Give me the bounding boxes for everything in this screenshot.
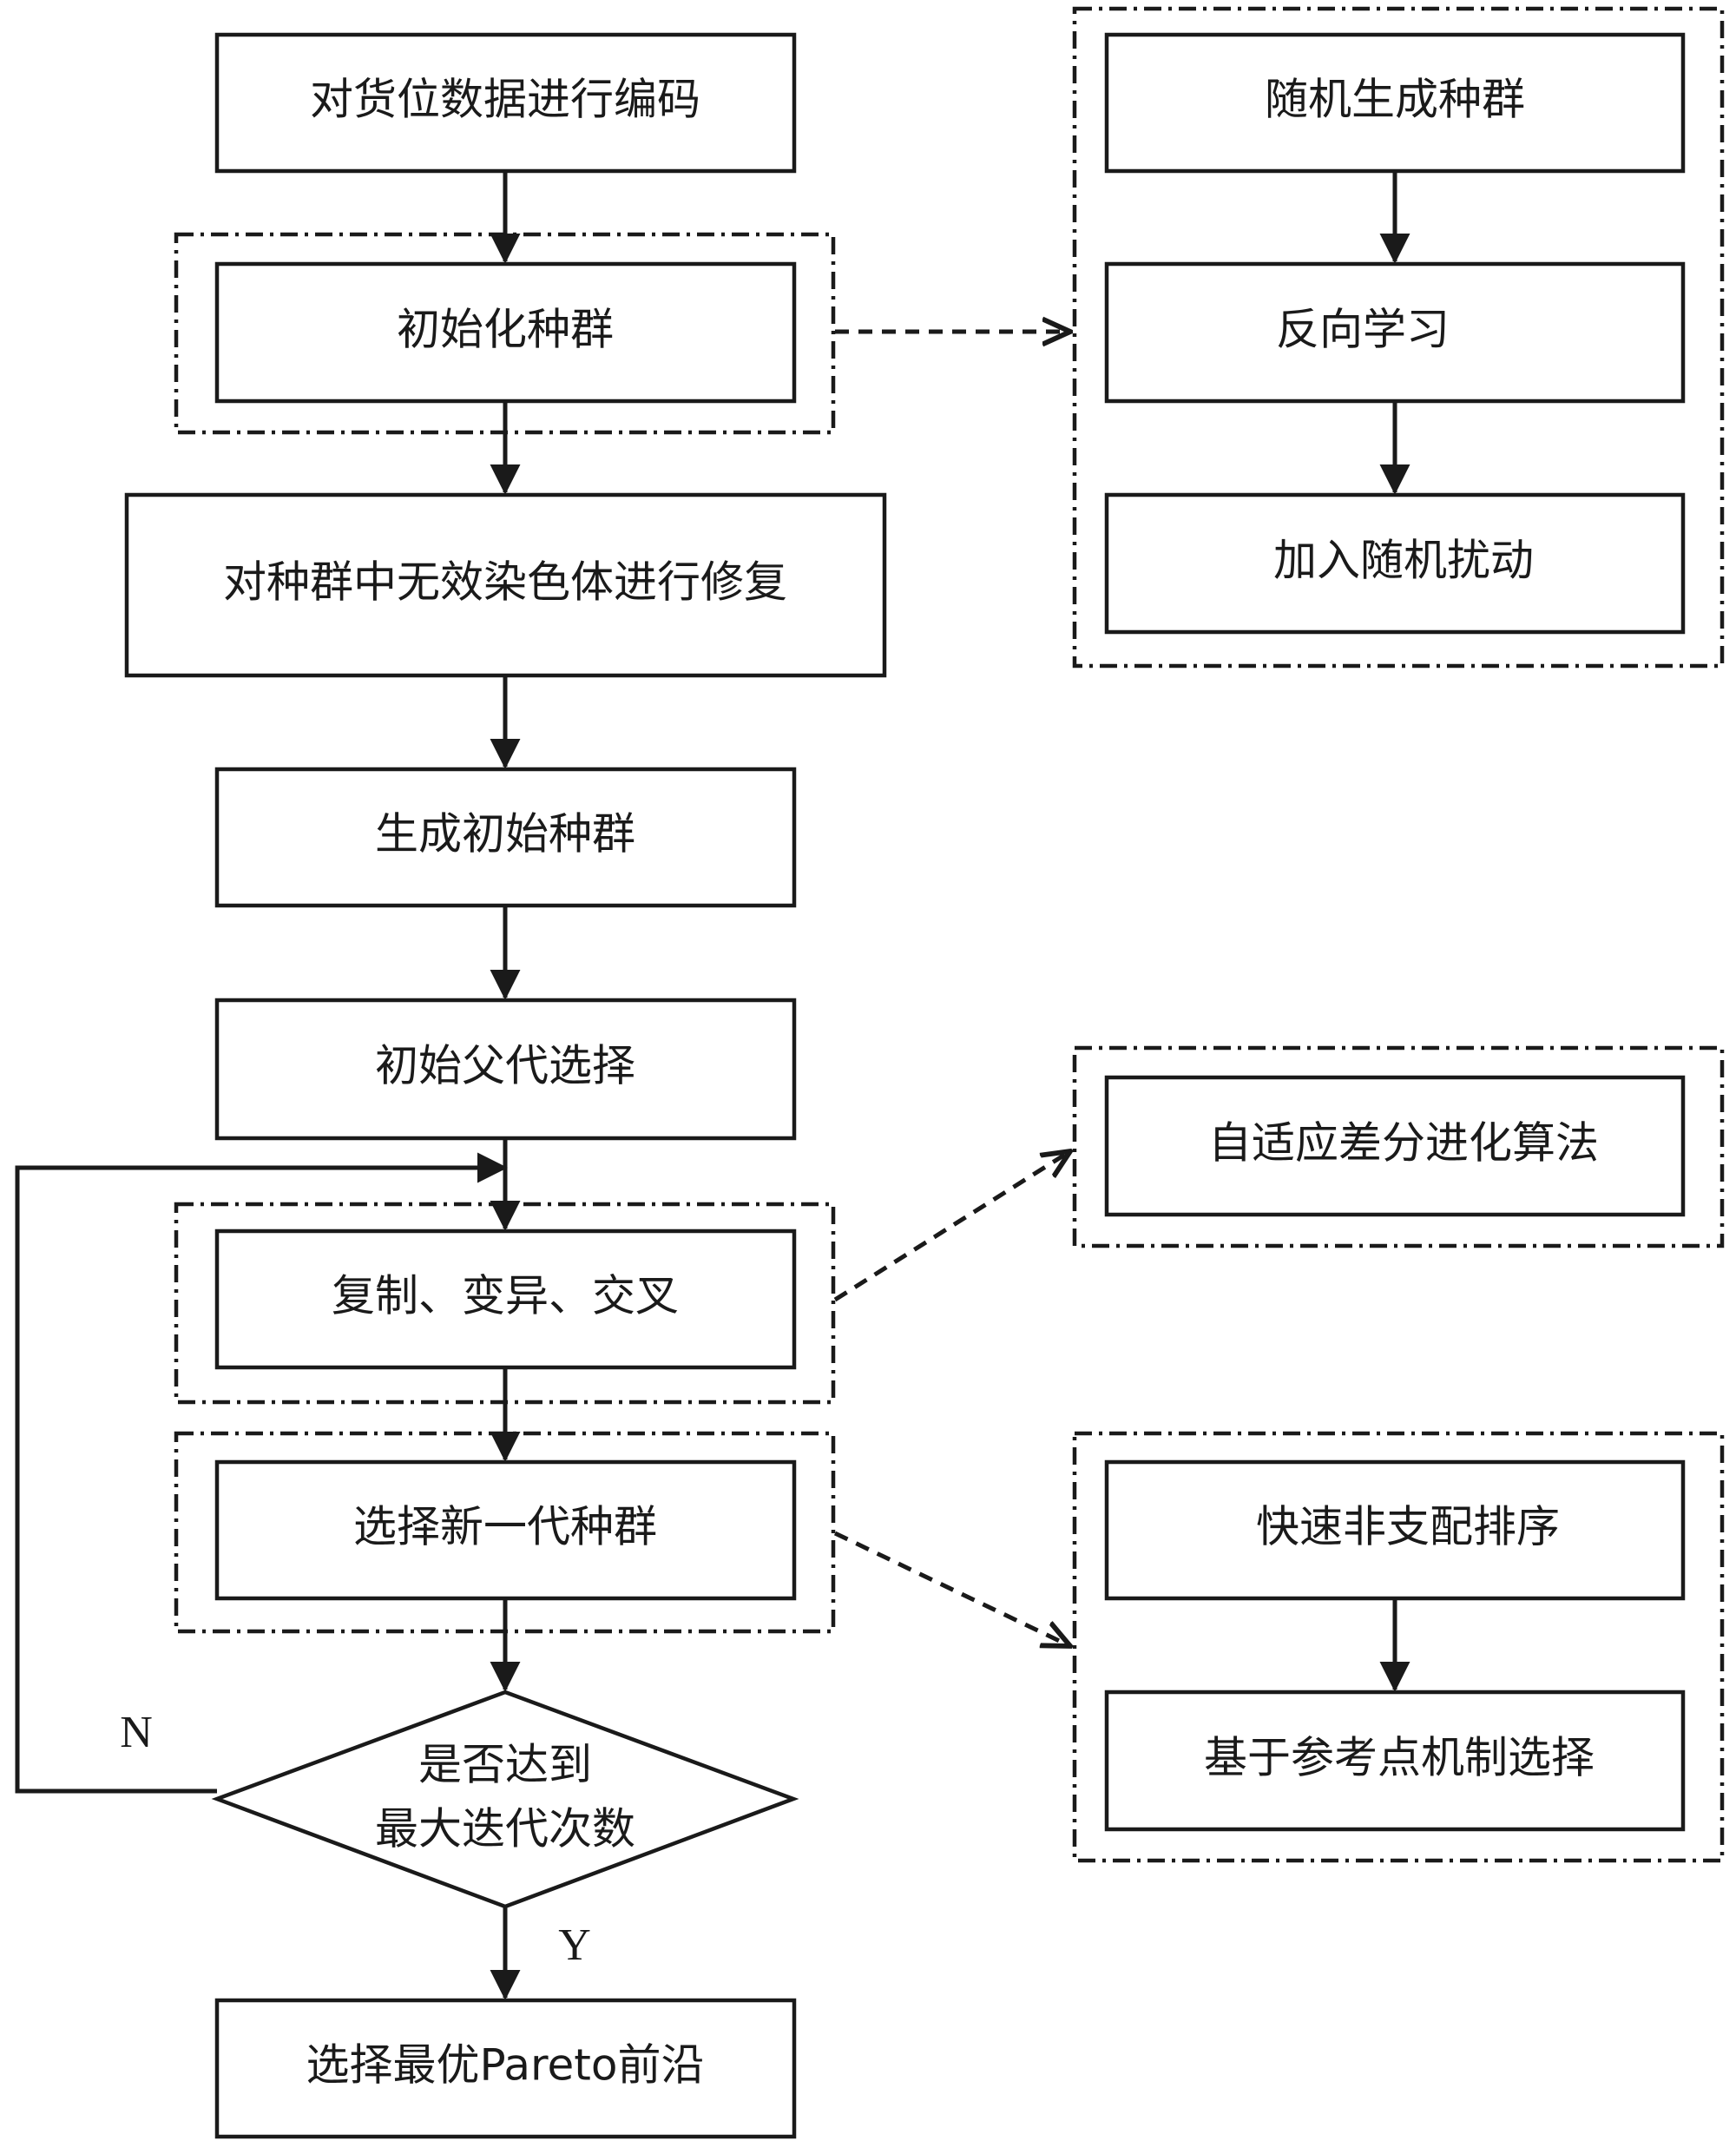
- opposition-learning-step: 反向学习: [1104, 261, 1686, 404]
- link-select-to-detail: [833, 1531, 1070, 1646]
- repair-step-label: 对种群中无效染色体进行修复: [223, 557, 787, 608]
- random-perturbation-step: 加入随机扰动: [1104, 492, 1686, 635]
- generate-initial-step: 生成初始种群: [214, 767, 797, 908]
- init-population-step: 初始化种群: [214, 261, 797, 404]
- random-perturbation-label: 加入随机扰动: [1273, 536, 1534, 586]
- yes-branch-label: Y: [558, 1920, 591, 1970]
- reference-point-label: 基于参考点机制选择: [1204, 1733, 1595, 1783]
- loop-back-arrow: [15, 1152, 508, 1794]
- decision-label-line2: 最大迭代次数: [375, 1804, 635, 1854]
- nondominated-sort-step: 快速非支配排序: [1104, 1459, 1686, 1601]
- adaptive-de-step: 自适应差分进化算法: [1104, 1075, 1686, 1217]
- reference-point-step: 基于参考点机制选择: [1104, 1690, 1686, 1832]
- decision-label-line1: 是否达到: [418, 1740, 592, 1790]
- operators-step: 复制、变异、交叉: [214, 1229, 797, 1370]
- adaptive-de-label: 自适应差分进化算法: [1208, 1118, 1599, 1169]
- link-operators-to-de: [833, 1151, 1070, 1302]
- parent-selection-label: 初始父代选择: [375, 1041, 635, 1091]
- repair-step: 对种群中无效染色体进行修复: [124, 492, 887, 678]
- opposition-learning-label: 反向学习: [1276, 305, 1450, 355]
- final-pareto-label: 选择最优Pareto前沿: [306, 2040, 705, 2091]
- select-new-generation-label: 选择新一代种群: [353, 1502, 657, 1552]
- operators-label: 复制、变异、交叉: [332, 1271, 679, 1321]
- random-population-label: 随机生成种群: [1265, 75, 1525, 125]
- generate-initial-label: 生成初始种群: [375, 809, 635, 860]
- no-branch-label: N: [120, 1708, 153, 1757]
- nondominated-sort-label: 快速非支配排序: [1256, 1502, 1560, 1552]
- encode-step-label: 对货位数据进行编码: [310, 75, 700, 125]
- parent-selection-step: 初始父代选择: [214, 998, 797, 1141]
- init-detail-frame: [1072, 6, 1725, 669]
- final-pareto-step: 选择最优Pareto前沿: [214, 1998, 797, 2139]
- init-population-label: 初始化种群: [397, 305, 614, 355]
- encode-step: 对货位数据进行编码: [214, 32, 797, 174]
- select-new-generation-step: 选择新一代种群: [214, 1459, 797, 1601]
- de-detail-frame: [1072, 1045, 1725, 1248]
- max-iteration-decision: 是否达到 最大迭代次数: [211, 1690, 799, 1909]
- random-population-step: 随机生成种群: [1104, 32, 1686, 174]
